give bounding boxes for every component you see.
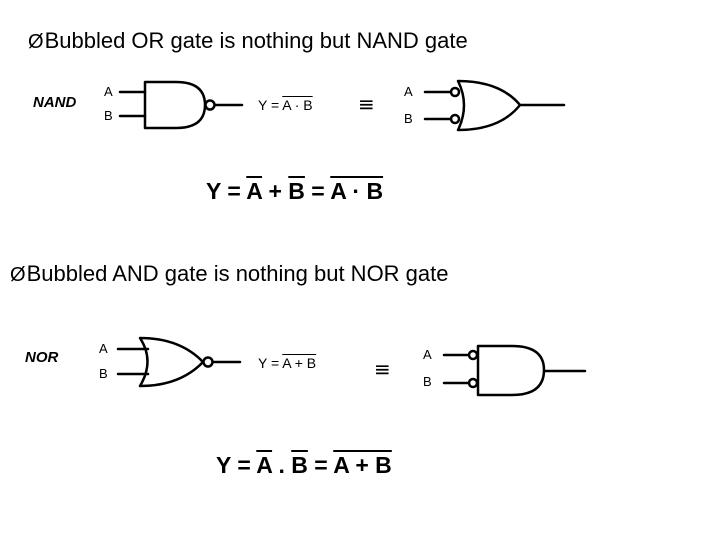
bubbled-and-input-b-label: B bbox=[423, 374, 432, 389]
bubbled-and-input-a-label: A bbox=[423, 347, 432, 362]
nand-expression-lhs: Y = bbox=[258, 97, 283, 113]
nand-expression-bar: A · B bbox=[282, 97, 313, 113]
nand-expression: Y = A · B bbox=[258, 97, 313, 113]
nor-equivalence-symbol: ≡ bbox=[374, 357, 391, 381]
nand-eq-b-bar: B bbox=[288, 178, 305, 204]
nand-eq-rhs-bar: A · B bbox=[330, 178, 384, 204]
nor-input-b-label: B bbox=[99, 366, 108, 381]
bullet-nor: ØBubbled AND gate is nothing but NOR gat… bbox=[10, 261, 449, 288]
nor-eq-lhs: Y = bbox=[216, 452, 257, 478]
nor-demorgan-equation: Y = A . B = A + B bbox=[216, 452, 392, 479]
nand-gate-symbol bbox=[118, 80, 244, 130]
bullet-arrow-icon: Ø bbox=[28, 31, 44, 53]
nor-eq-equals: = bbox=[307, 452, 334, 478]
nor-eq-a-bar: A bbox=[256, 452, 273, 478]
nor-gate-symbol bbox=[116, 336, 242, 388]
bubbled-and-gate-symbol bbox=[442, 344, 587, 397]
nor-expression-lhs: Y = bbox=[258, 355, 283, 371]
nand-demorgan-equation: Y = A + B = A · B bbox=[206, 178, 383, 205]
bubbled-or-input-a-label: A bbox=[404, 84, 413, 99]
bullet-nand: ØBubbled OR gate is nothing but NAND gat… bbox=[28, 28, 468, 55]
nand-input-b-label: B bbox=[104, 108, 113, 123]
nand-eq-a-bar: A bbox=[246, 178, 263, 204]
nor-expression-bar: A + B bbox=[282, 355, 317, 371]
bubbled-or-gate-symbol bbox=[423, 79, 566, 132]
nand-gate-label: NAND bbox=[33, 94, 77, 111]
nor-eq-rhs-bar: A + B bbox=[333, 452, 392, 478]
nand-eq-plus: + bbox=[262, 178, 289, 204]
bullet-nor-text: Bubbled AND gate is nothing but NOR gate bbox=[26, 261, 449, 286]
nand-eq-equals: = bbox=[304, 178, 331, 204]
bullet-nand-text: Bubbled OR gate is nothing but NAND gate bbox=[44, 28, 468, 53]
nor-input-a-label: A bbox=[99, 341, 108, 356]
nand-eq-lhs: Y = bbox=[206, 178, 247, 204]
nor-gate-label: NOR bbox=[25, 349, 59, 366]
bullet-arrow-icon: Ø bbox=[10, 264, 26, 286]
nand-equivalence-symbol: ≡ bbox=[358, 92, 375, 116]
nor-eq-b-bar: B bbox=[291, 452, 308, 478]
bubbled-or-input-b-label: B bbox=[404, 111, 413, 126]
nor-eq-dot: . bbox=[272, 452, 292, 478]
nand-input-a-label: A bbox=[104, 84, 113, 99]
nor-expression: Y = A + B bbox=[258, 355, 316, 371]
